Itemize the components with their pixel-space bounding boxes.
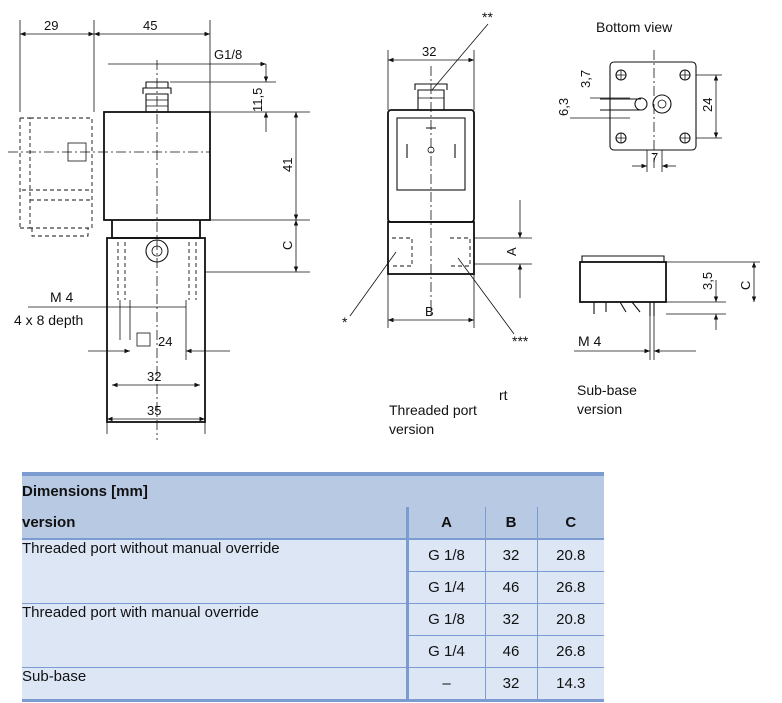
cell-a: G 1/4 [405,571,485,604]
dim-3-7: 3,7 [578,70,593,88]
dim-24-bottom: 24 [700,98,715,112]
table-title: Dimensions [mm] [22,472,604,507]
label-depth: 4 x 8 depth [14,312,83,328]
label-m4-left: M 4 [50,289,74,305]
subbase-view: 3,5 C M 4 Sub-base version [574,255,760,417]
cell-a: G 1/8 [405,539,485,572]
cell-c: 26.8 [536,635,604,668]
label-m4-right: M 4 [578,333,602,349]
label-rt: rt [499,387,508,403]
row-name: Threaded port with manual override [22,603,407,668]
cell-b: 32 [484,603,537,636]
label-subbase: Sub-base [577,382,637,398]
label-subbase-version: version [577,401,622,417]
cell-c: 14.3 [536,667,604,702]
dim-c-subbase: C [738,281,753,290]
row-name: Sub-base [22,667,407,702]
dim-41: 41 [280,158,295,172]
label-single-star: * [342,314,348,330]
table-row: G 1/4 46 26.8 [22,635,604,668]
label-bottom-view: Bottom view [596,19,673,35]
table-row: G 1/4 46 26.8 [22,571,604,604]
cell-b: 46 [484,635,537,668]
header-version: version [22,507,407,540]
label-threaded-version: version [389,421,434,437]
table-row: Threaded port with manual override G 1/8… [22,603,604,668]
cell-c: 26.8 [536,571,604,604]
cell-c: 20.8 [536,539,604,572]
dimensions-table: Dimensions [mm] version A B C Threaded p… [22,472,604,702]
dim-a: A [504,247,519,256]
label-triple-star: *** [512,333,529,349]
header-b: B [484,507,537,540]
dim-11-5: 11,5 [250,88,265,112]
header-c: C [536,507,604,540]
dim-29: 29 [44,18,58,33]
table-row: Threaded port without manual override G … [22,539,604,604]
dim-32-front: 32 [422,44,436,59]
label-double-star: ** [482,9,493,25]
dim-3-5: 3,5 [700,272,715,290]
cell-b: 32 [484,539,537,572]
dim-24-side: 24 [158,334,172,349]
bottom-view: Bottom view 3,7 6,3 24 7 [556,19,722,172]
label-threaded-port: Threaded port [389,402,477,418]
dim-b: B [425,304,434,319]
cell-a: – [405,667,485,702]
table-row: Sub-base – 32 14.3 [22,667,604,702]
dim-g1-8: G1/8 [214,47,242,62]
row-name: Threaded port without manual override [22,539,407,604]
cell-c: 20.8 [536,603,604,636]
front-view: 32 ** A B * *** rt Threaded port version [342,9,532,437]
table-header-row: version A B C [22,507,604,540]
header-a: A [405,507,485,540]
table-title-row: Dimensions [mm] [22,472,604,507]
side-view: 29 45 G1/8 11,5 41 C M 4 4 x 8 depth 24 … [8,18,310,440]
technical-drawing: 29 45 G1/8 11,5 41 C M 4 4 x 8 depth 24 … [8,9,760,440]
dim-45: 45 [143,18,157,33]
cell-b: 32 [484,667,537,702]
cell-b: 46 [484,571,537,604]
cell-a: G 1/4 [405,635,485,668]
cell-a: G 1/8 [405,603,485,636]
dim-32-side: 32 [147,369,161,384]
dim-6-3: 6,3 [556,98,571,116]
dim-c: C [280,241,295,250]
dim-7: 7 [651,150,658,165]
dim-35-side: 35 [147,403,161,418]
